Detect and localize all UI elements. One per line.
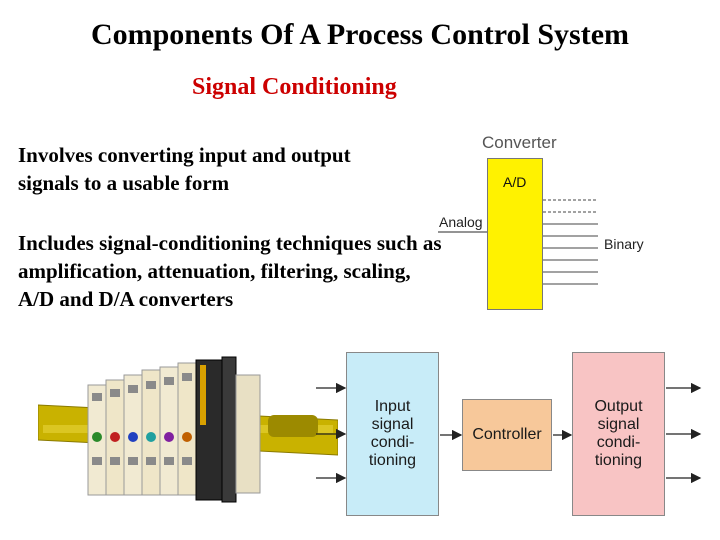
ad-converter-label: A/D	[503, 174, 527, 190]
block-diagram-arrows	[316, 382, 702, 484]
converter-lines	[438, 199, 598, 285]
description-paragraph-1: Involves converting input and output sig…	[18, 143, 351, 195]
section-subtitle: Signal Conditioning	[192, 74, 397, 100]
signal-conditioner-modules-image	[38, 356, 338, 503]
page-title: Components Of A Process Control System	[90, 18, 630, 51]
controller-label: Controller	[472, 426, 542, 443]
controller-block: Controller	[462, 399, 552, 471]
analog-label: Analog	[439, 214, 483, 230]
output-conditioning-label: Output signal condi- tioning	[594, 398, 643, 469]
converter-heading: Converter	[482, 133, 557, 152]
output-conditioning-block: Output signal condi- tioning	[572, 352, 665, 516]
binary-label: Binary	[604, 236, 644, 252]
description-paragraph-2: Includes signal-conditioning techniques …	[18, 231, 442, 311]
ad-converter-box	[487, 158, 543, 310]
input-conditioning-label: Input signal condi- tioning	[368, 398, 417, 469]
input-conditioning-block: Input signal condi- tioning	[346, 352, 439, 516]
binary-output-lines	[543, 199, 598, 285]
